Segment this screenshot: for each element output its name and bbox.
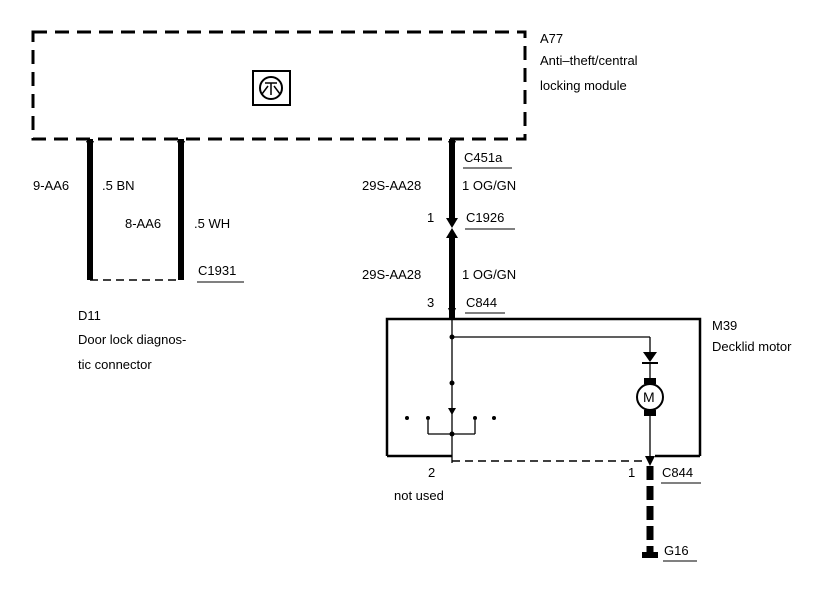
connector-d11-ref: C1931 — [198, 263, 236, 278]
motor-pin2: 2 — [428, 465, 435, 480]
wire-left2-circuit: 8-AA6 — [125, 216, 161, 231]
wire-8-aa6-terminal — [177, 141, 185, 150]
switch-icon — [405, 408, 496, 437]
module-name-line1: Anti–theft/central — [540, 53, 638, 68]
ground-terminal — [642, 552, 658, 558]
c1926-pin: 1 — [427, 210, 434, 225]
motor-symbol-label: M — [643, 389, 655, 405]
motor-icon: M — [636, 378, 664, 456]
wire-lower-circuit: 29S-AA28 — [362, 267, 421, 282]
c1926-ref: C1926 — [466, 210, 504, 225]
module-name-line2: locking module — [540, 78, 627, 93]
c1926-upper-half — [446, 218, 458, 228]
wire-left1-circuit: 9-AA6 — [33, 178, 69, 193]
motor-pin1: 1 — [628, 465, 635, 480]
wire-upper-terminal — [448, 141, 456, 150]
ground-id: G16 — [664, 543, 689, 558]
c1926-lower-half — [446, 228, 458, 238]
motor-pin2-note: not used — [394, 488, 444, 503]
wire-upper-connector: C451a — [464, 150, 503, 165]
wire-upper-spec: 1 OG/GN — [462, 178, 516, 193]
connector-d11-name-line1: Door lock diagnos- — [78, 332, 186, 347]
module-id: A77 — [540, 31, 563, 46]
motor-c844-bottom: C844 — [662, 465, 693, 480]
junction-dot-mid — [449, 380, 455, 386]
wire-left1-spec: .5 BN — [102, 178, 135, 193]
connector-d11-name-line2: tic connector — [78, 357, 152, 372]
motor-m39-box — [385, 317, 702, 456]
motor-pin3: 3 — [427, 295, 434, 310]
wire-left2-spec: .5 WH — [194, 216, 230, 231]
transistor-symbol-icon — [252, 70, 291, 106]
c844-top-terminal — [448, 308, 456, 318]
wire-upper-circuit: 29S-AA28 — [362, 178, 421, 193]
wire-9-aa6-terminal — [86, 141, 94, 150]
motor-id: M39 — [712, 318, 737, 333]
connector-d11-id: D11 — [78, 308, 101, 323]
module-a77-box — [31, 30, 527, 141]
wire-lower-spec: 1 OG/GN — [462, 267, 516, 282]
diode-icon — [642, 352, 658, 378]
motor-c844-top: C844 — [466, 295, 497, 310]
c844-bottom-terminal — [645, 456, 655, 466]
motor-name: Decklid motor — [712, 339, 792, 354]
